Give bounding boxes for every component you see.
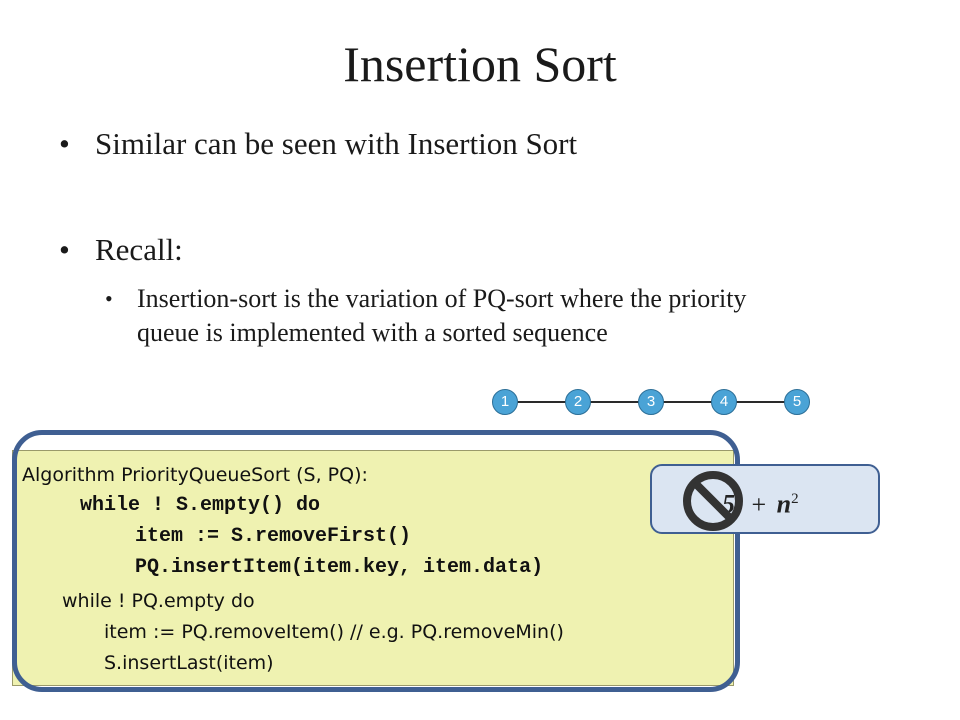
bullet-text: Similar can be seen with Insertion Sort — [95, 126, 578, 161]
no-sign-icon — [683, 471, 743, 531]
bullet-dot: • — [59, 232, 70, 267]
sub-bullet-line-1: Insertion-sort is the variation of PQ-so… — [137, 284, 747, 313]
code-line-while-s: while ! S.empty() do — [80, 494, 321, 517]
sequence-node-5: 5 — [784, 389, 810, 415]
sub-bullet-line-2: queue is implemented with a sorted seque… — [137, 318, 608, 347]
code-line-remove-first: item := S.removeFirst() — [135, 525, 412, 548]
sequence-node-3: 3 — [638, 389, 664, 415]
code-line-insert-item: PQ.insertItem(item.key, item.data) — [135, 556, 544, 579]
code-line-algorithm: Algorithm PriorityQueueSort (S, PQ): — [22, 464, 368, 486]
bullet-dot: • — [59, 126, 70, 161]
formula-term: n — [776, 489, 792, 519]
sorted-sequence-diagram: 1 2 3 4 5 — [492, 389, 810, 415]
algorithm-code-box — [12, 450, 734, 686]
bullet-dot: • — [105, 286, 113, 311]
sequence-node-1: 1 — [492, 389, 518, 415]
sequence-node-2: 2 — [565, 389, 591, 415]
sequence-node-4: 4 — [711, 389, 737, 415]
code-line-while-pq: while ! PQ.empty do — [62, 590, 255, 612]
bullet-text: Recall: — [95, 232, 183, 267]
formula-exponent: 2 — [791, 491, 799, 507]
sub-bullet-insertion-sort: • Insertion-sort is the variation of PQ-… — [105, 282, 897, 350]
code-line-insert-last: S.insertLast(item) — [104, 652, 274, 674]
bullet-recall: • Recall: — [59, 232, 183, 268]
bullet-similar: • Similar can be seen with Insertion Sor… — [59, 126, 578, 162]
slide-title: Insertion Sort — [343, 36, 617, 92]
formula-plus: + — [751, 489, 767, 519]
highlight-frame — [12, 430, 740, 692]
code-line-remove-item: item := PQ.removeItem() // e.g. PQ.remov… — [104, 621, 564, 643]
